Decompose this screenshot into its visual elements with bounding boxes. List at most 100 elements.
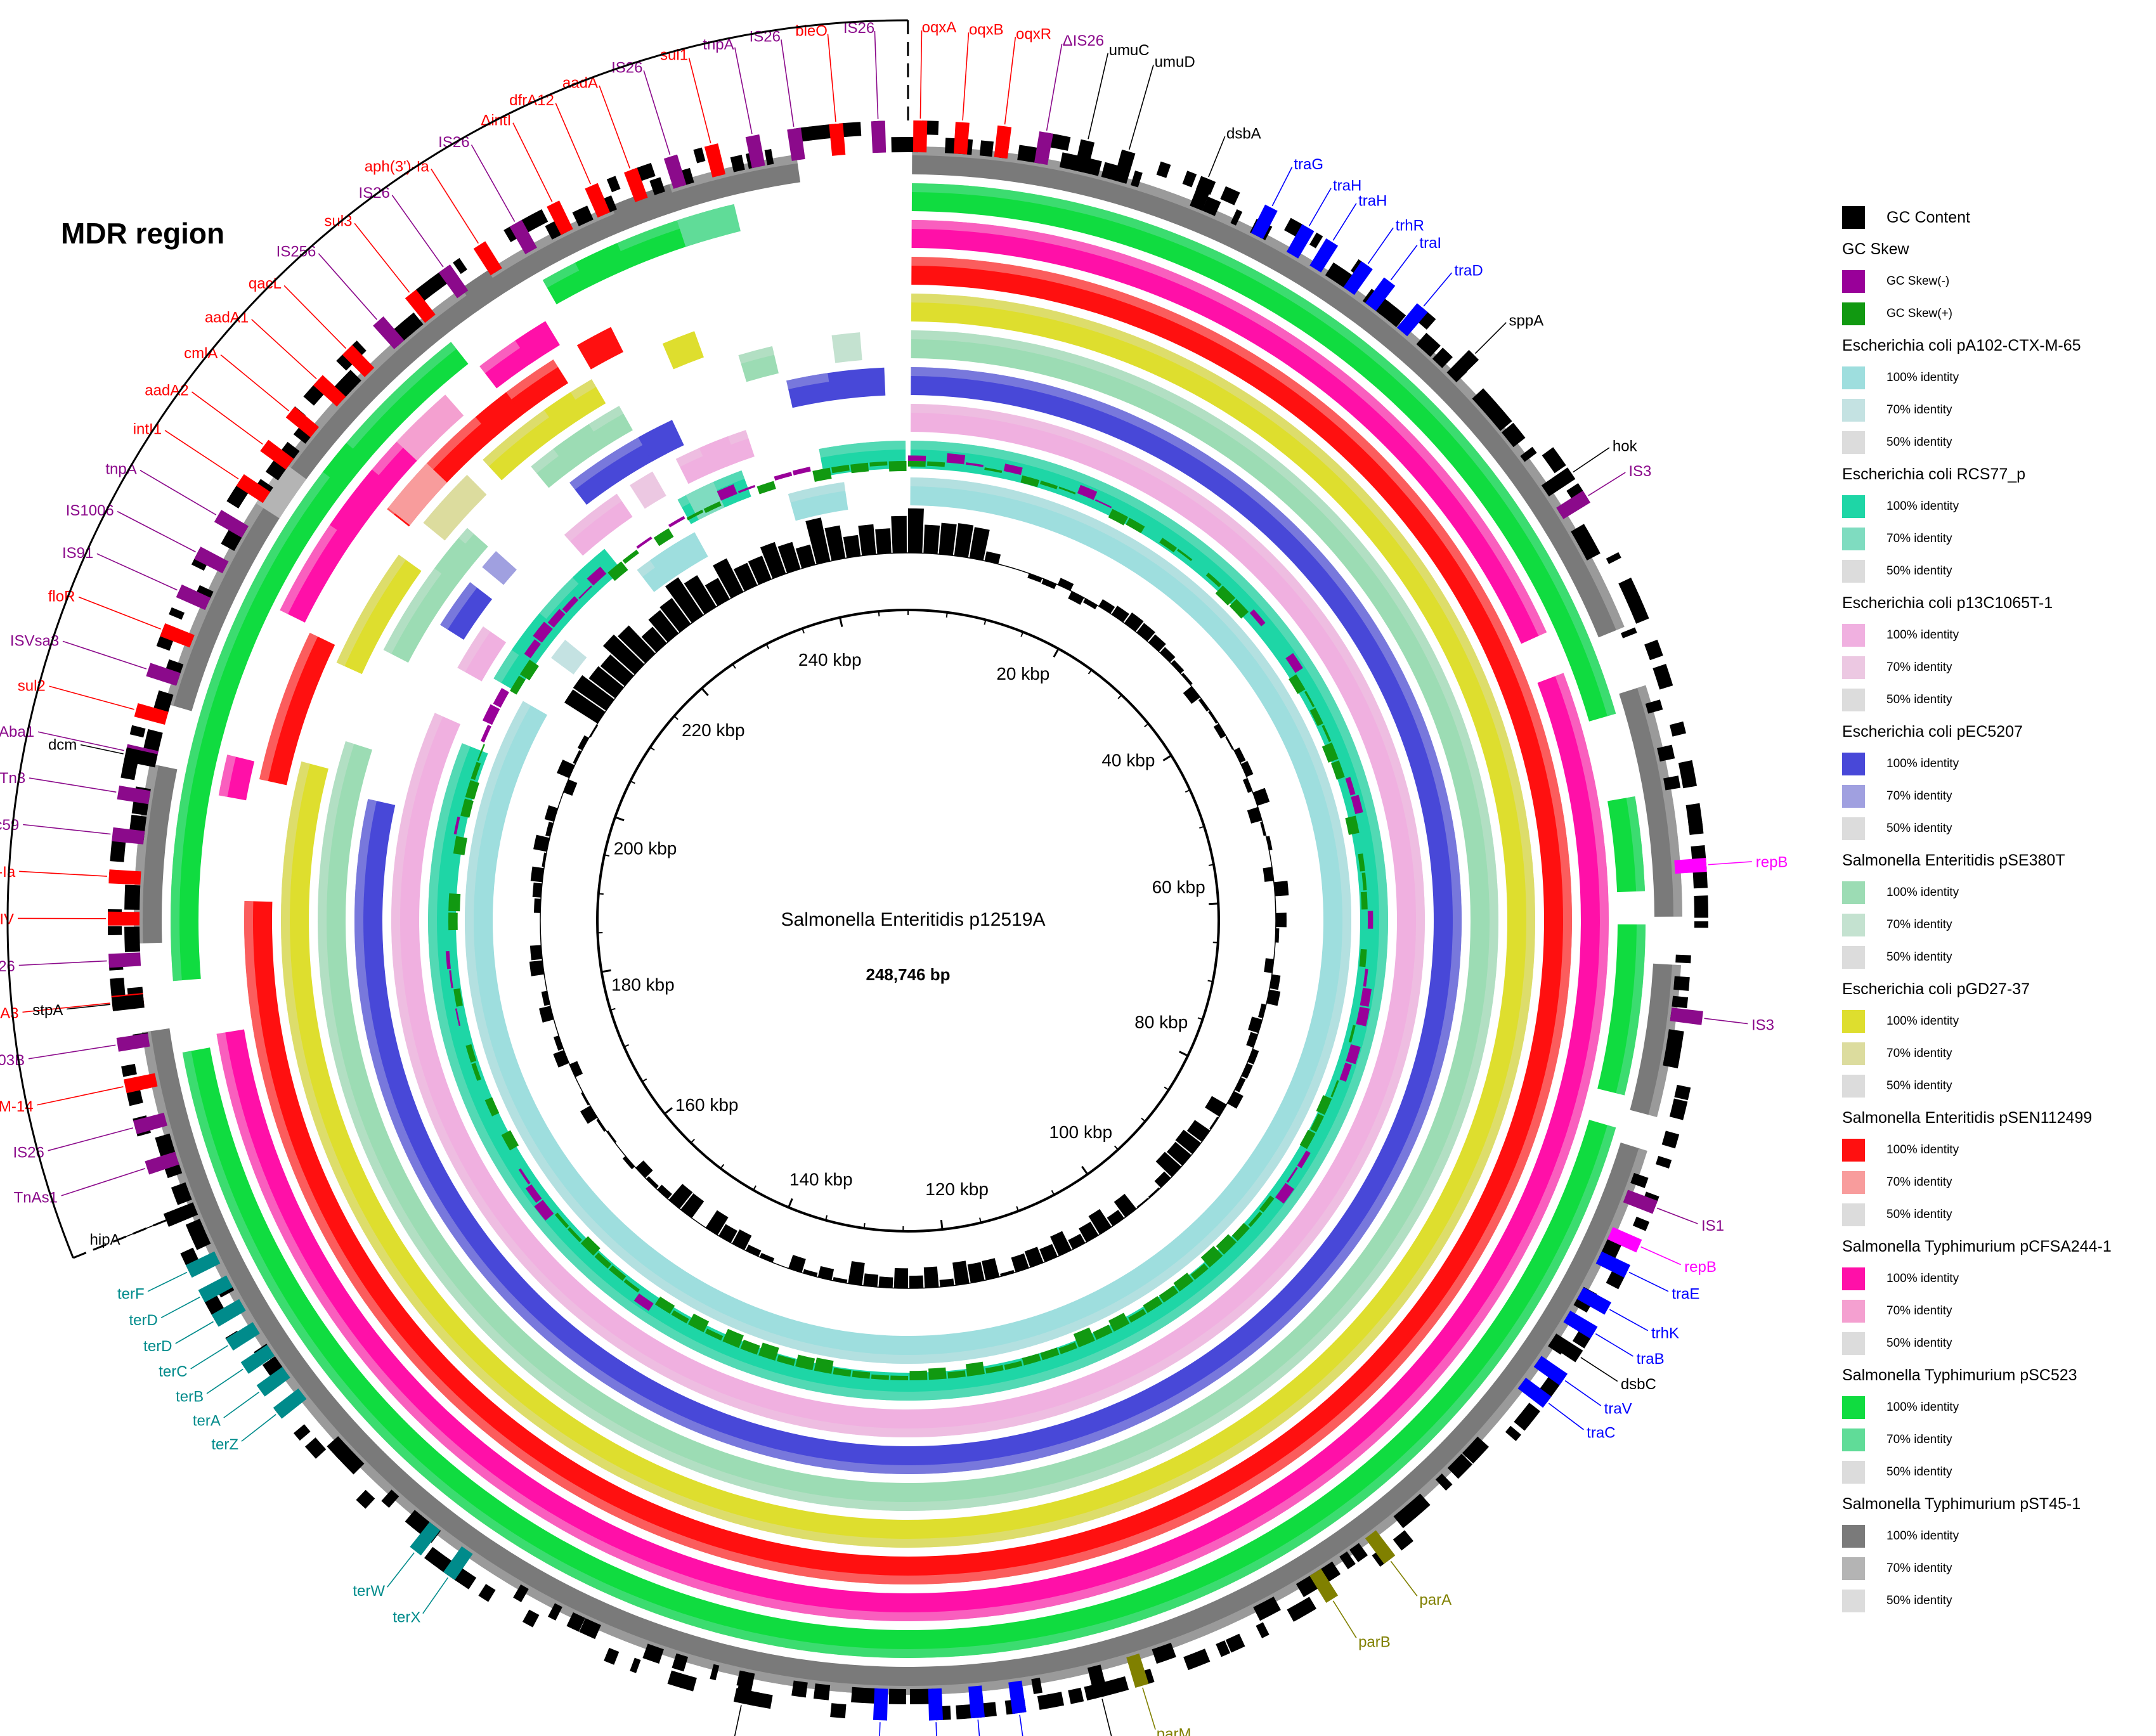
gc-skew-bar: [609, 1265, 627, 1281]
legend-ring-title: Salmonella Typhimurium pCFSA244-1: [1842, 1238, 2112, 1255]
gc-content-bar: [923, 1266, 939, 1288]
gc-content-bar: [967, 1262, 985, 1283]
gene-label: sppA: [1509, 312, 1544, 329]
gc-content-bar: [618, 625, 656, 664]
gc-skew-bar: [850, 462, 869, 474]
gene-label: trhK: [1651, 1325, 1679, 1342]
gc-skew-bar: [510, 675, 526, 695]
gene-block: [1435, 1473, 1453, 1491]
gene-block: [1393, 1504, 1418, 1529]
gene-feature: [145, 1151, 179, 1175]
gc-content-bar: [923, 524, 940, 554]
gene-block: [791, 1680, 808, 1698]
gene-feature: [1008, 1680, 1027, 1714]
gc-skew-bar: [562, 596, 579, 613]
legend-label: 70% identity: [1886, 917, 1952, 931]
gc-content-bar: [982, 1258, 1000, 1280]
gc-content-bar: [541, 990, 550, 1006]
scale-minor-tick: [1055, 648, 1060, 654]
gene-block: [478, 1584, 496, 1602]
gc-skew-bar: [737, 484, 756, 493]
gc-content-bar: [788, 1255, 806, 1273]
identity-ring-shade: [738, 346, 775, 364]
gene-feature: [1541, 467, 1576, 497]
gc-content-bar: [1241, 1063, 1253, 1079]
legend-swatch: [1842, 495, 1865, 518]
gene-block: [1432, 347, 1453, 368]
gc-content-baseline: [540, 552, 1276, 1289]
legend-label: 70% identity: [1886, 1304, 1952, 1318]
gc-skew-bar: [622, 549, 639, 564]
gene-block: [649, 177, 665, 195]
gc-skew-bar: [831, 465, 850, 474]
gene-block: [1571, 524, 1594, 548]
mdr-region-label: MDR region: [61, 217, 224, 250]
gc-skew-bar: [1322, 725, 1332, 742]
gc-content-bar: [1111, 606, 1129, 623]
gc-content-bar: [1181, 673, 1193, 685]
scale-minor-tick: [1117, 694, 1122, 699]
gc-skew-bar: [547, 609, 566, 628]
gc-content-bar: [843, 534, 861, 559]
identity-ring-shade: [440, 582, 477, 630]
gene-feature: [405, 289, 436, 323]
identity-fragment: [388, 463, 447, 526]
identity-fragment: [482, 551, 517, 585]
legend-identity-item: 70% identity: [1842, 522, 2146, 555]
gc-content-bar: [858, 524, 876, 556]
gene-leader-line: [29, 777, 117, 793]
scale-tick-label: 100 kbp: [1049, 1122, 1112, 1142]
gene-feature: [211, 1299, 246, 1327]
gene-block: [381, 1489, 399, 1508]
mdr-bracket-arc: [6, 19, 908, 1259]
legend-section-title: GC Skew: [1842, 240, 1909, 258]
gene-label: hok: [1613, 438, 1638, 455]
gene-labels: umuDumuCΔIS26oqxRoqxBoqxAIS26bleOIS26tnp…: [0, 19, 1788, 1736]
gc-content-bar: [1114, 1193, 1137, 1218]
gc-content-bar: [1136, 1198, 1148, 1208]
gc-content-bar: [1082, 598, 1098, 610]
gc-skew-bar: [580, 1236, 601, 1256]
scale-minor-tick: [623, 1044, 629, 1047]
gene-block: [405, 1510, 423, 1529]
identity-ring-shade: [786, 373, 829, 390]
identity-ring-shade: [912, 183, 1616, 716]
gc-skew-bar: [1297, 1150, 1311, 1169]
gc-skew-bar: [985, 1364, 1004, 1374]
scale-minor-tick: [878, 611, 880, 617]
gc-skew-bar: [833, 1368, 852, 1377]
gene-block: [1416, 332, 1441, 357]
legend-label: 70% identity: [1886, 1561, 1952, 1575]
gene-leader-line: [431, 169, 479, 244]
scale-minor-tick: [1114, 1145, 1119, 1150]
gene-block: [513, 1584, 529, 1602]
identity-fragment: [330, 469, 394, 541]
gene-feature: [1126, 1653, 1149, 1688]
legend-identity-item: 100% identity: [1842, 876, 2146, 909]
gc-skew-bar: [636, 536, 653, 549]
gene-leader-line: [1640, 1246, 1681, 1266]
gc-content-bar: [969, 527, 990, 561]
gc-content-bar: [557, 760, 575, 779]
gc-content-bar: [1155, 1151, 1182, 1177]
gene-label: parB: [1358, 1633, 1391, 1650]
gene-feature: [1343, 261, 1373, 295]
gc-content-bar: [713, 558, 744, 599]
gene-block: [1632, 1216, 1650, 1231]
gene-block: [1694, 921, 1708, 928]
gene-block: [171, 1182, 192, 1205]
gc-content-bar: [542, 852, 547, 867]
gene-feature: [214, 510, 249, 538]
gc-content-bar: [588, 666, 624, 699]
gc-skew-bar: [594, 1252, 612, 1269]
gc-content-bar: [1275, 912, 1287, 928]
gc-content-bar: [573, 675, 614, 711]
legend-swatch: [1842, 366, 1865, 389]
gc-skew-bar: [984, 467, 1003, 474]
scale-minor-tick: [839, 617, 842, 623]
gc-content-bar: [529, 945, 543, 961]
gene-block: [108, 926, 122, 936]
legend-ring-title: Escherichia coli pEC5207: [1842, 723, 2023, 741]
gc-content-bar: [760, 541, 786, 579]
identity-fragment: [649, 543, 691, 583]
